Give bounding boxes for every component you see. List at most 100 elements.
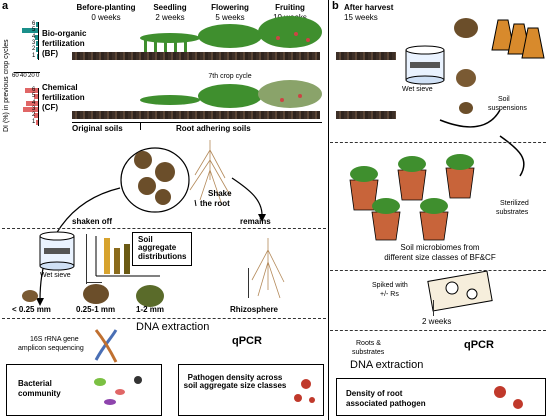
tick-40: 40 [20,73,27,79]
rhizo-arrow [248,268,249,298]
zoom-aggregates [134,151,175,205]
root-drawing [189,140,231,206]
tick-20: 20 [28,73,35,79]
spiked-line-2: +/- Rs [380,291,399,298]
bf-bar-cycle-6 [35,22,38,27]
two-weeks-arrow [433,300,434,316]
aggregate-large [136,285,164,307]
after-harvest-time: 15 weeks [344,13,378,22]
bf-cycle-tick-6: 6 [32,21,36,27]
cf-cycle-tick-2: 2 [32,112,36,119]
soil-suspensions-1: Soil [498,96,510,103]
stage-before-planting-time: 0 weeks [91,13,121,22]
cf-label-3: (CF) [42,103,58,112]
panel-b-dash-3 [330,330,546,331]
two-weeks-label: 2 weeks [422,317,452,326]
bacterial-community-line-1: Bacterial [18,379,52,388]
pathogen-density-label: Pathogen density across soil aggregate s… [183,373,287,391]
cf-bar-cycle-3 [22,106,38,112]
bf-label-2: fertilization [42,39,85,48]
bf-label-3: (BF) [42,49,58,58]
stage-before-planting: Before-planting [76,3,136,12]
shake-arrows [39,177,263,301]
soil-suspensions-2: suspensions [488,105,527,112]
bf-bar-cycle-5 [22,28,38,34]
cf-plants [140,80,322,108]
bf-soil-strip [72,52,320,60]
density-root-1: Density of root [346,389,403,398]
stage-seedling-time: 2 weeks [155,13,185,22]
dna-extraction-b: DNA extraction [350,359,424,371]
bacterial-community-box [6,364,162,416]
bf-cycle-tick-1: 1 [32,52,36,59]
pathogen-density-box [178,364,324,416]
bf-bar-cycle-4 [34,34,38,40]
panel-divider [328,0,329,420]
cf-label-2: fertilization [42,93,85,102]
rhizosphere-label: Rhizosphere [230,305,279,314]
sterilized-2: substrates [496,209,529,216]
stage-flowering: Flowering [211,3,249,12]
roots-substrates-2: substrates [352,349,385,356]
amplicon-line-1: 16S rRNA gene [30,336,79,343]
tick-60: 60 [12,73,19,79]
stage-fruiting: Fruiting [275,3,305,12]
panel-a-dash-2 [2,318,326,319]
panel-a-dash-1 [2,228,326,229]
rhizosphere-roots [251,238,285,299]
soil-aggregate-dist-box [132,232,192,266]
cf-soil-strip-b [336,111,396,119]
di-x-axis [14,72,40,73]
after-harvest: After harvest [344,3,394,12]
bf-soil-strip-b [336,52,396,60]
bf-label-1: Bio-organic [42,29,87,38]
soils-divider [72,122,322,123]
sieve-arrow-h [86,282,102,283]
cf-cycle-tick-4: 4 [32,99,36,106]
soils-divider-tick [140,122,141,130]
aggregate-medium [83,284,109,304]
dna-extraction-a: DNA extraction [136,321,210,333]
density-root-box [336,378,546,416]
size-class-lt025: < 0.25 mm [12,305,51,314]
bf-cycle-tick-4: 4 [32,33,36,40]
cf-cycle-tick-1: 1 [32,118,36,125]
shaken-off-label: shaken off [72,217,113,226]
cf-bar-cycle-1 [35,119,38,125]
shake-label-1: Shake [208,189,232,198]
root-adhering-label: Root adhering soils [176,124,251,133]
spiked-line-1: Spiked with [372,282,408,289]
panel-a-label: a [2,0,9,12]
cf-axis [38,88,39,126]
bf-fruits [276,32,310,42]
remains-label: remains [240,217,271,226]
size-class-025-1: 0.25-1 mm [76,305,116,314]
size-class-1-2: 1-2 mm [136,305,165,314]
aggregate-small [22,290,38,302]
shake-label-2: the root [200,199,230,208]
qpcr-b: qPCR [464,339,494,351]
bf-cycle-tick-5: 5 [32,27,36,34]
cf-bar-cycle-5 [34,94,38,100]
panel-b-dash-2 [330,270,546,271]
soil-aggregate-dist-label: Soil aggregate distributions [138,235,187,261]
tick-0: 0 [36,73,40,79]
bf-bar-cycle-1 [37,53,38,59]
bacterial-community-line-2: community [18,389,61,398]
sterilized-1: Sterilized [500,200,529,207]
bf-cycle-tick-3: 3 [32,39,36,46]
density-root-2: associated pathogen [346,399,426,408]
microbiomes-line-2: different size classes of BF&CF [384,253,496,262]
qpcr-a: qPCR [232,335,262,347]
cf-soil-strip [72,111,320,119]
